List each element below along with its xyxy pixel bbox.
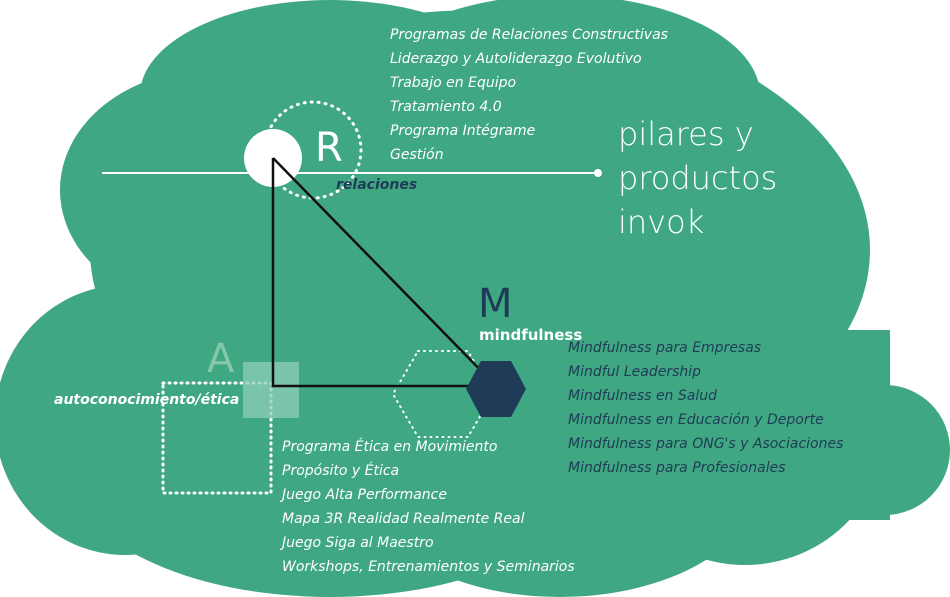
title-line: invok — [618, 203, 705, 241]
list-item: Programas de Relaciones Constructivas — [390, 27, 668, 43]
list-item: Programa Ética en Movimiento — [282, 439, 498, 455]
relaciones-product-list: Programas de Relaciones Constructivas Li… — [390, 23, 668, 167]
list-item: Liderazgo y Autoliderazgo Evolutivo — [390, 51, 642, 67]
autoconocimiento-square — [243, 362, 299, 418]
list-item: Tratamiento 4.0 — [390, 99, 502, 115]
relaciones-letter: R — [315, 125, 343, 171]
mindfulness-product-list: Mindfulness para Empresas Mindful Leader… — [568, 336, 843, 480]
relaciones-label: relaciones — [336, 177, 418, 193]
autoconocimiento-product-list: Programa Ética en Movimiento Propósito y… — [282, 435, 575, 579]
list-item: Workshops, Entrenamientos y Seminarios — [282, 559, 575, 575]
mindfulness-hexagon — [466, 361, 526, 417]
list-item: Mindfulness para ONG's y Asociaciones — [568, 436, 844, 452]
list-item: Gestión — [390, 147, 444, 163]
list-item: Juego Alta Performance — [282, 487, 447, 503]
triangle-outline — [271, 157, 499, 388]
autoconocimiento-letter: A — [207, 336, 235, 382]
list-item: Propósito y Ética — [282, 463, 400, 479]
mindfulness-letter: M — [478, 281, 513, 327]
page-title: pilares y productos invok — [618, 112, 777, 244]
list-item: Mindfulness en Educación y Deporte — [568, 412, 824, 428]
list-item: Mindfulness para Empresas — [568, 340, 762, 356]
list-item: Mindfulness en Salud — [568, 388, 717, 404]
autoconocimiento-label: autoconocimiento/ética — [54, 392, 240, 408]
list-item: Mindfulness para Profesionales — [568, 460, 786, 476]
list-item: Trabajo en Equipo — [390, 75, 517, 91]
list-item: Mindful Leadership — [568, 364, 702, 380]
autoconocimiento-dotted-square — [161, 381, 273, 495]
mindfulness-label: mindfulness — [479, 326, 583, 344]
title-line: productos — [618, 159, 778, 197]
relaciones-dotted-circle — [263, 100, 363, 200]
mindfulness-dotted-hexagon — [391, 350, 495, 438]
list-item: Mapa 3R Realidad Realmente Real — [282, 511, 525, 527]
list-item: Programa Intégrame — [390, 123, 536, 139]
line-end-dot — [594, 169, 602, 177]
title-line: pilares y — [618, 115, 754, 153]
list-item: Juego Siga al Maestro — [282, 535, 434, 551]
